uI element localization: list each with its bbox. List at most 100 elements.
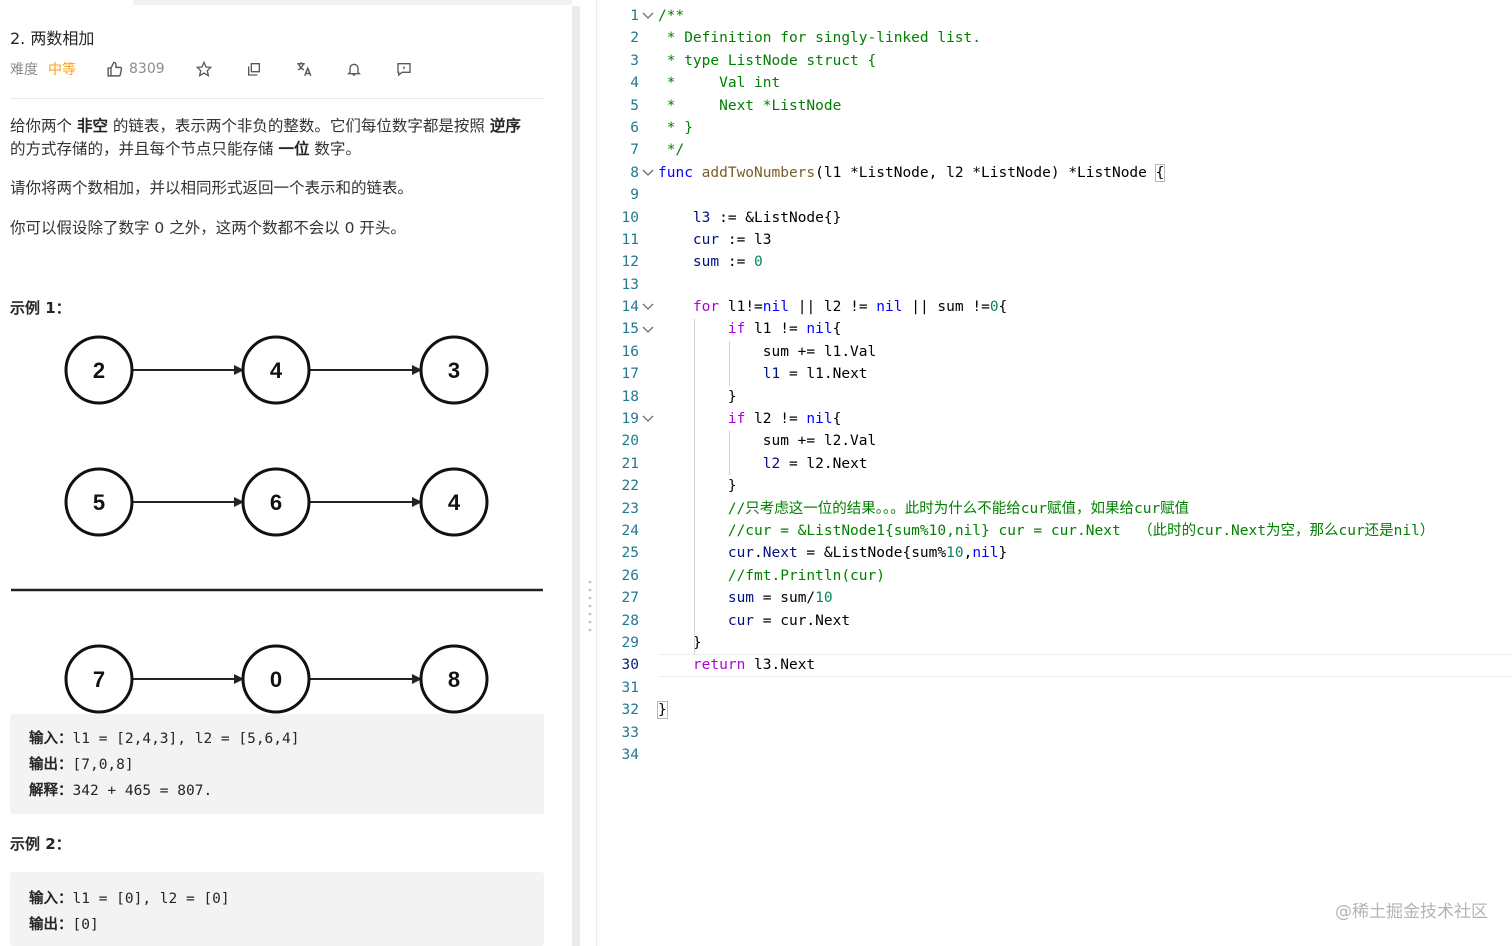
code-line[interactable]: */: [658, 139, 1512, 161]
code-token: [658, 456, 763, 472]
code-line[interactable]: //fmt.Println(cur): [658, 565, 1512, 587]
fold-chevron-icon[interactable]: [641, 162, 655, 184]
code-line[interactable]: * type ListNode struct {: [658, 50, 1512, 72]
line-number: 5: [630, 97, 639, 114]
share-icon[interactable]: [245, 60, 263, 78]
code-token: * Definition for singly-linked list.: [658, 30, 982, 47]
example-line: 输出：[7,0,8]: [29, 752, 544, 778]
code-line[interactable]: return l3.Next: [658, 654, 1512, 677]
code-token: = sum/: [754, 590, 816, 607]
fold-chevron-icon[interactable]: [641, 318, 655, 340]
line-number: 13: [621, 276, 639, 293]
line-number: 2: [630, 30, 639, 47]
code-token: := &ListNode{}: [710, 209, 842, 226]
code-line[interactable]: cur = cur.Next: [658, 610, 1512, 632]
emphasis-text: 非空: [76, 117, 108, 135]
fold-chevron-icon[interactable]: [641, 5, 655, 27]
translate-icon[interactable]: [295, 60, 313, 78]
code-line[interactable]: * Definition for singly-linked list.: [658, 27, 1512, 49]
code-line[interactable]: l2 = l2.Next: [658, 453, 1512, 475]
drag-handle-icon[interactable]: [588, 578, 592, 634]
fold-spacer: [641, 453, 655, 475]
like-count: 8309: [129, 61, 165, 77]
code-line[interactable]: if l2 != nil{: [658, 408, 1512, 430]
fold-spacer: [641, 207, 655, 229]
fold-spacer: [641, 744, 655, 766]
code-token: sum += l1.Val: [658, 343, 877, 360]
line-number: 17: [621, 366, 639, 383]
code-token: cur: [727, 545, 755, 562]
list-node-value: 3: [448, 358, 460, 383]
line-number: 30: [621, 657, 639, 674]
code-token: }: [658, 634, 702, 651]
code-line[interactable]: if l1 != nil{: [658, 318, 1512, 340]
code-token: l2: [762, 455, 781, 472]
fold-spacer: [641, 341, 655, 363]
code-line[interactable]: [658, 184, 1512, 206]
code-token: 10: [815, 590, 833, 607]
emphasis-text: 逆序: [489, 117, 521, 135]
example1-io-box: 输入：l1 = [2,4,3], l2 = [5,6,4]输出：[7,0,8]解…: [10, 714, 544, 814]
code-line[interactable]: }: [657, 699, 1512, 721]
example-key: 输入：: [29, 890, 73, 907]
like-button[interactable]: 8309: [106, 61, 165, 78]
code-line[interactable]: sum += l1.Val: [658, 341, 1512, 363]
code-line[interactable]: [658, 677, 1512, 699]
line-number: 32: [621, 702, 639, 719]
code-text-area[interactable]: /** * Definition for singly-linked list.…: [657, 5, 1512, 766]
bell-icon[interactable]: [345, 60, 363, 78]
code-line[interactable]: [658, 722, 1512, 744]
fold-chevron-icon[interactable]: [641, 408, 655, 430]
code-line[interactable]: cur := l3: [658, 229, 1512, 251]
code-line[interactable]: * Val int: [658, 72, 1512, 94]
code-line[interactable]: cur.Next = &ListNode{sum%10,nil}: [658, 542, 1512, 564]
example2-io-box: 输入：l1 = [0], l2 = [0]输出：[0]: [10, 872, 544, 946]
line-number: 22: [621, 478, 639, 495]
fold-spacer: [641, 475, 655, 497]
code-token: cur: [727, 612, 755, 629]
code-line[interactable]: //只考虑这一位的结果。。。此时为什么不能给cur赋值，如果给cur赋值: [658, 498, 1512, 520]
code-line[interactable]: [658, 274, 1512, 296]
code-token: = l1.Next: [780, 366, 868, 383]
panel-splitter[interactable]: [572, 0, 596, 946]
code-line[interactable]: sum := 0: [658, 251, 1512, 273]
example-value: [7,0,8]: [72, 757, 134, 773]
code-token: l3.Next: [745, 657, 816, 674]
list-node-circle: [419, 467, 489, 537]
code-token: 0: [754, 254, 763, 271]
line-number: 6: [630, 119, 639, 136]
code-line[interactable]: sum += l2.Val: [658, 430, 1512, 452]
fold-chevron-icon[interactable]: [641, 296, 655, 318]
code-line[interactable]: func addTwoNumbers(l1 *ListNode, l2 *Lis…: [658, 162, 1512, 184]
code-line[interactable]: [658, 744, 1512, 766]
line-number: 25: [621, 545, 639, 562]
code-line[interactable]: }: [658, 632, 1512, 654]
line-number: 18: [621, 388, 639, 405]
code-line[interactable]: * Next *ListNode: [658, 95, 1512, 117]
code-line[interactable]: }: [658, 475, 1512, 497]
feedback-icon[interactable]: [395, 60, 413, 78]
code-line[interactable]: }: [658, 386, 1512, 408]
code-token: || l2 !=: [788, 299, 877, 316]
list-node-value: 4: [448, 490, 461, 515]
fold-spacer: [641, 117, 655, 139]
code-token: :=: [719, 254, 755, 271]
code-line[interactable]: /**: [658, 5, 1512, 27]
code-token: if: [727, 411, 746, 428]
code-line[interactable]: //cur = &ListNode1{sum%10,nil} cur = cur…: [658, 520, 1512, 542]
description-text: 的方式存储的，并且每个节点只能存储: [10, 140, 279, 158]
code-line[interactable]: l3 := &ListNode{}: [658, 207, 1512, 229]
fold-spacer: [641, 27, 655, 49]
example-line: 输入：l1 = [0], l2 = [0]: [29, 886, 544, 912]
code-token: sum: [727, 590, 755, 607]
line-number: 20: [621, 433, 639, 450]
star-icon[interactable]: [195, 60, 213, 78]
list-node-circle: [241, 644, 311, 714]
code-line[interactable]: l1 = l1.Next: [658, 363, 1512, 385]
code-line[interactable]: for l1!=nil || l2 != nil || sum !=0{: [658, 296, 1512, 318]
line-number: 4: [630, 75, 639, 92]
code-line[interactable]: sum = sum/10: [658, 587, 1512, 609]
code-token: {: [1154, 163, 1166, 182]
code-line[interactable]: * }: [658, 117, 1512, 139]
